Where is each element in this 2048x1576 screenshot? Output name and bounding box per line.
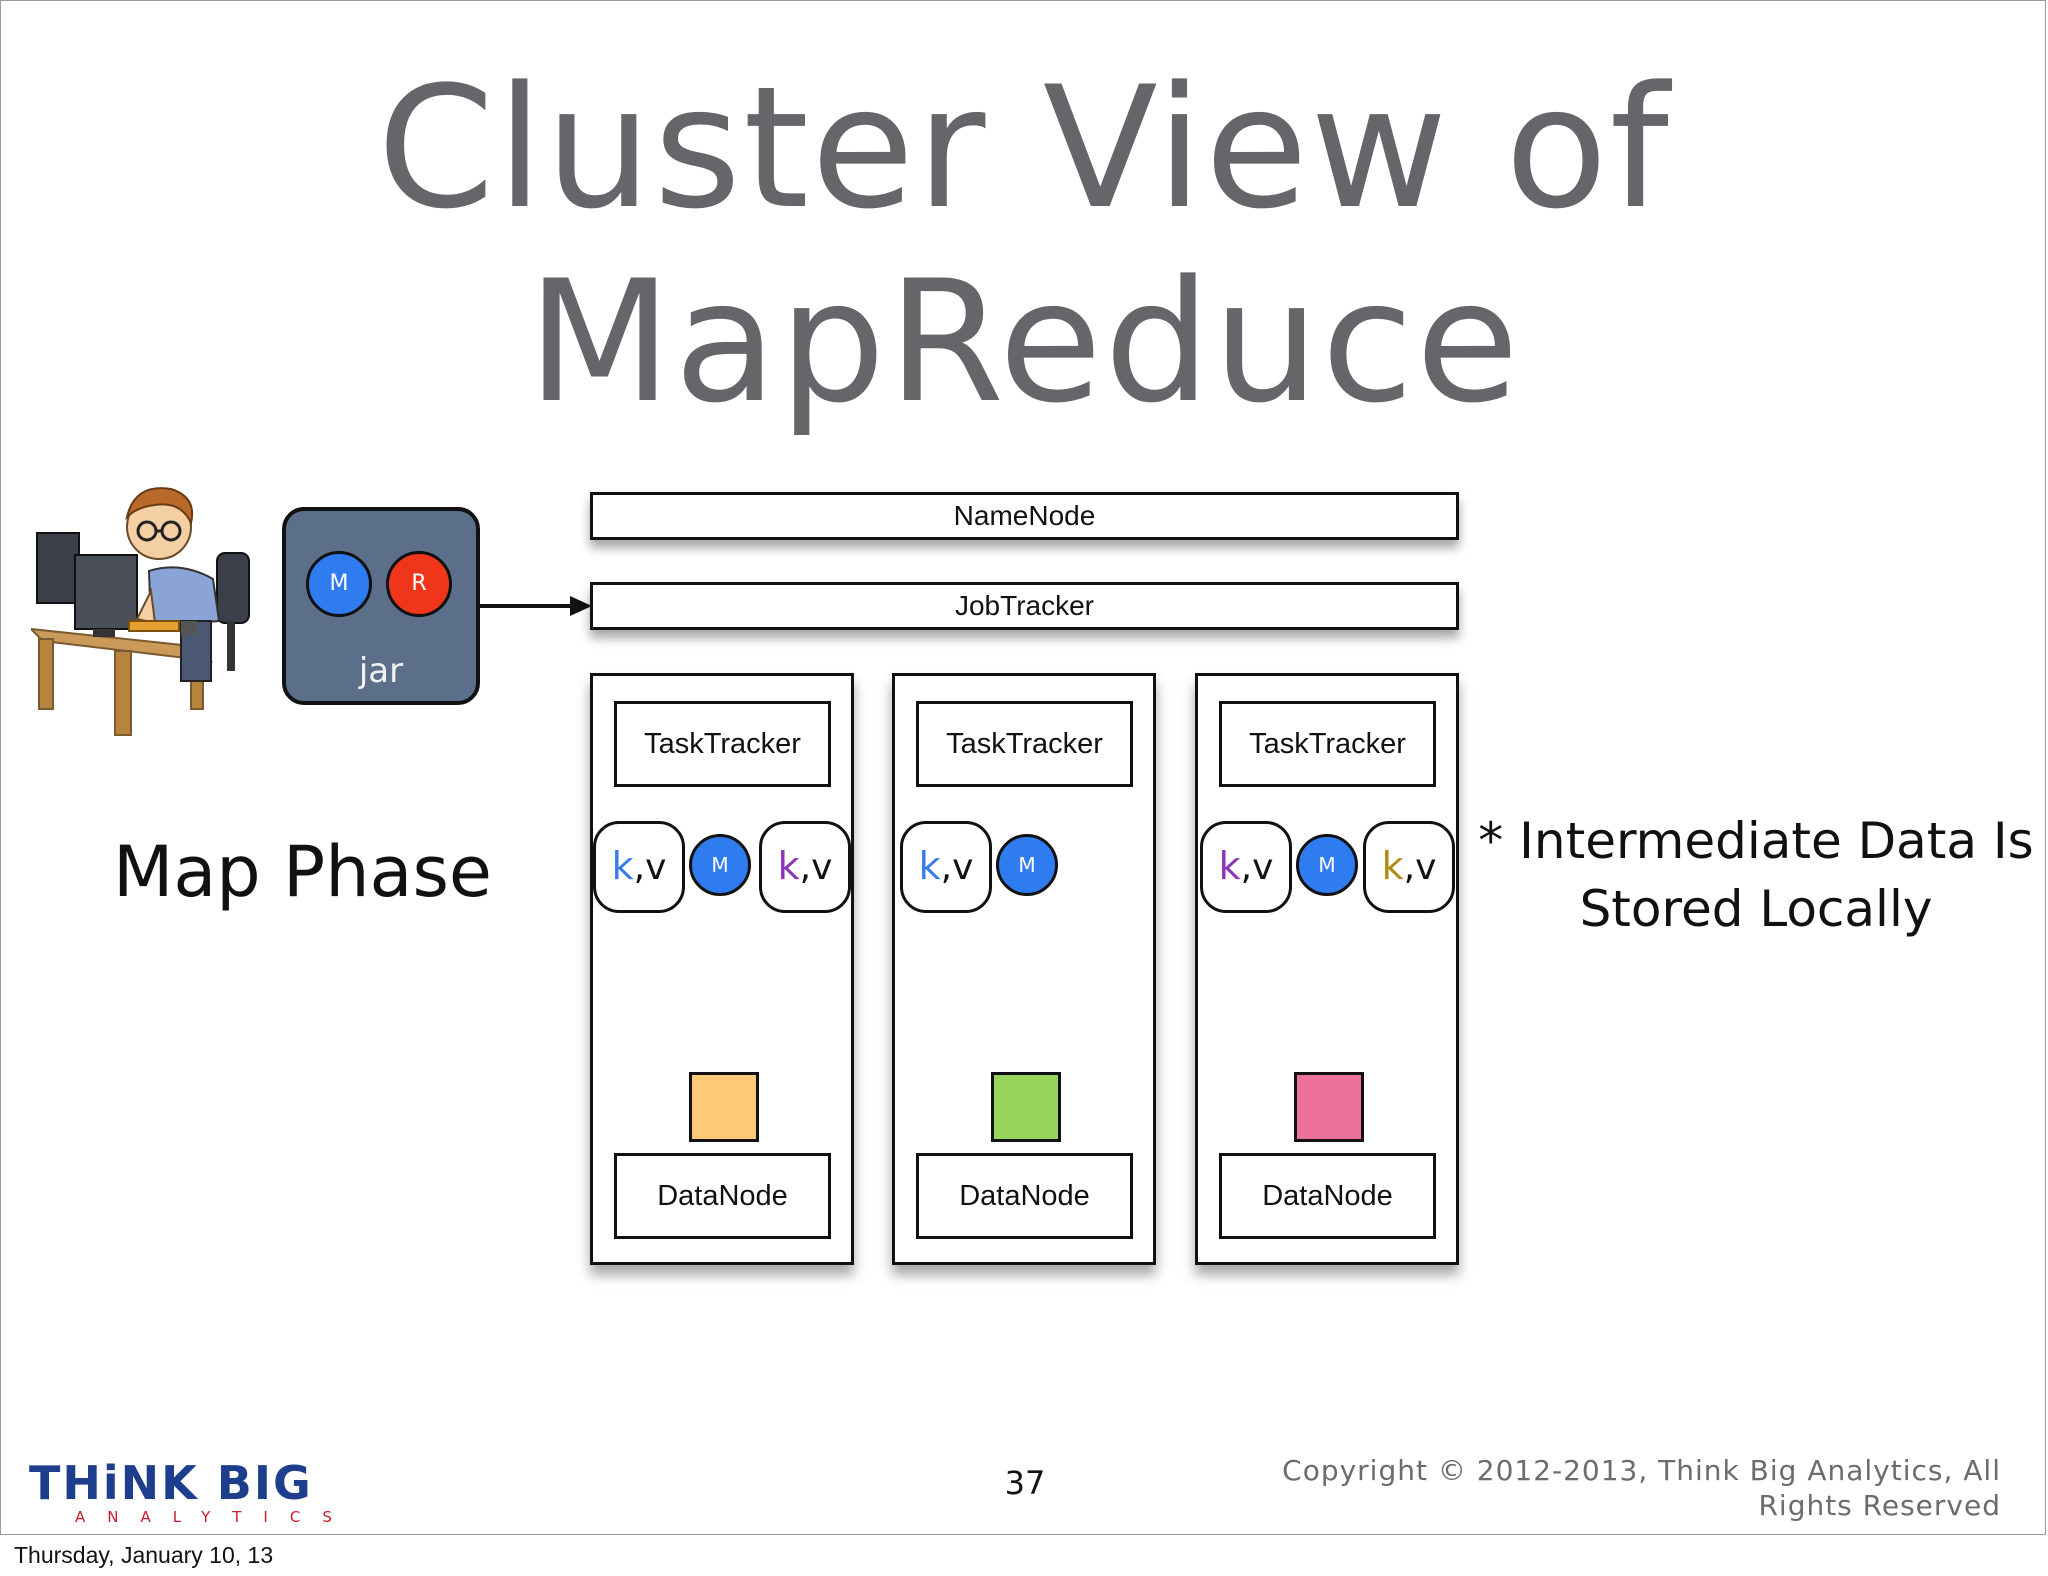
- kv-key: k: [611, 844, 634, 888]
- kv-value: ,v: [940, 847, 974, 888]
- phase-label: Map Phase: [113, 831, 492, 913]
- map-task-circle: M: [689, 834, 751, 896]
- data-block: [1294, 1072, 1364, 1142]
- kv-key: k: [777, 844, 800, 888]
- kv-pair-left: k,v: [1200, 821, 1292, 913]
- logo-sub-text: ANALYTICS: [75, 1508, 354, 1526]
- cluster-node-3: TaskTracker k,v M k,v DataNode: [1195, 673, 1459, 1265]
- slide: Cluster View of MapReduce M R jar: [0, 0, 2046, 1535]
- intermediate-data-note: * Intermediate Data Is Stored Locally: [1476, 807, 2036, 943]
- map-task-circle: M: [996, 834, 1058, 896]
- jar-map-circle: M: [306, 551, 372, 617]
- kv-key: k: [1218, 844, 1241, 888]
- cluster-node-2: TaskTracker k,v M DataNode: [892, 673, 1156, 1265]
- jobtracker-bar: JobTracker: [590, 582, 1459, 630]
- tasktracker-box: TaskTracker: [916, 701, 1133, 787]
- datanode-box: DataNode: [614, 1153, 831, 1239]
- jar-label: jar: [358, 651, 404, 691]
- datanode-box: DataNode: [1219, 1153, 1436, 1239]
- kv-pair-left: k,v: [900, 821, 992, 913]
- jar-package: M R jar: [282, 507, 480, 705]
- data-block: [689, 1072, 759, 1142]
- kv-value: ,v: [1240, 847, 1274, 888]
- cluster-node-1: TaskTracker k,v M k,v DataNode: [590, 673, 854, 1265]
- think-big-logo: THiNK BIG ANALYTICS: [29, 1459, 354, 1527]
- kv-value: ,v: [633, 847, 667, 888]
- data-block: [991, 1072, 1061, 1142]
- slide-title-line1: Cluster View of: [377, 50, 1671, 246]
- kv-pair-right: k,v: [1363, 821, 1455, 913]
- tasktracker-box: TaskTracker: [1219, 701, 1436, 787]
- map-task-circle: M: [1296, 834, 1358, 896]
- page-number: 37: [1004, 1464, 1046, 1502]
- copyright-notice: Copyright © 2012-2013, Think Big Analyti…: [1221, 1453, 2001, 1523]
- note-line2: Stored Locally: [1579, 880, 1933, 938]
- tasktracker-box: TaskTracker: [614, 701, 831, 787]
- kv-pair-right: k,v: [759, 821, 851, 913]
- kv-key: k: [918, 844, 941, 888]
- kv-pair-left: k,v: [593, 821, 685, 913]
- kv-value: ,v: [799, 847, 833, 888]
- datanode-box: DataNode: [916, 1153, 1133, 1239]
- kv-key: k: [1381, 844, 1404, 888]
- jar-reduce-circle: R: [386, 551, 452, 617]
- logo-main-text: THiNK BIG: [29, 1456, 313, 1510]
- developer-at-computer-icon: [31, 487, 250, 736]
- slide-title-line2: MapReduce: [527, 244, 1521, 440]
- copyright-line2: Rights Reserved: [1758, 1489, 2001, 1522]
- copyright-line1: Copyright © 2012-2013, Think Big Analyti…: [1282, 1454, 2001, 1487]
- print-date: Thursday, January 10, 13: [14, 1542, 274, 1568]
- kv-value: ,v: [1403, 847, 1437, 888]
- note-line1: * Intermediate Data Is: [1478, 812, 2034, 870]
- namenode-bar: NameNode: [590, 492, 1459, 540]
- arrow-right-icon: [480, 596, 592, 616]
